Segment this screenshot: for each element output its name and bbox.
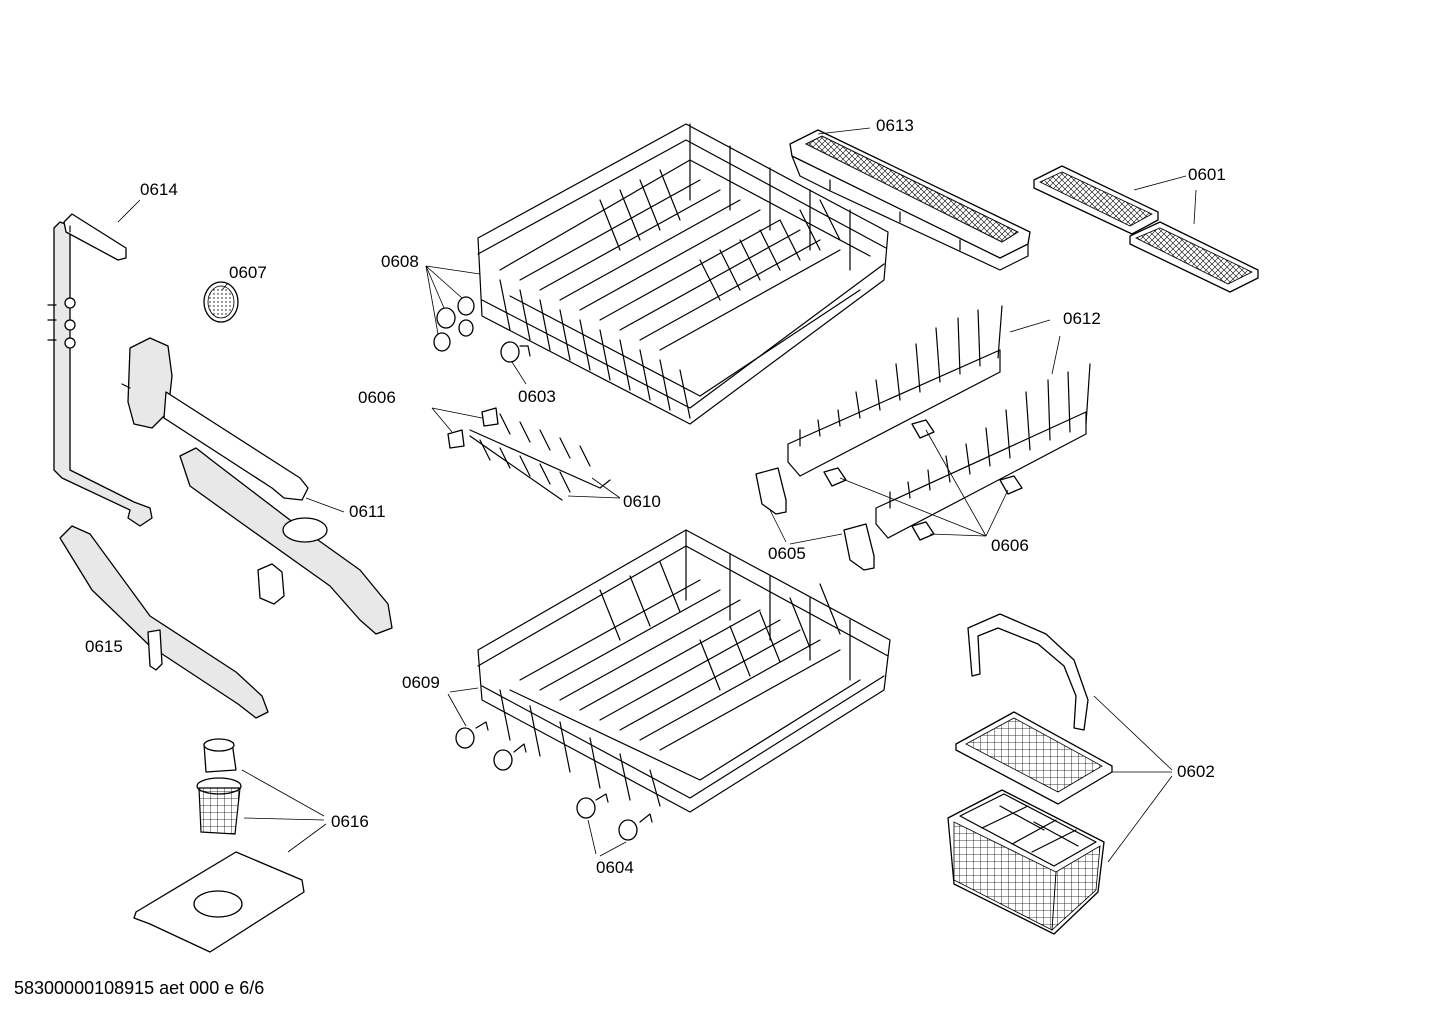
upper-spray-arm-holder-part — [121, 337, 309, 501]
callout-0615: 0615 — [85, 637, 123, 656]
callout-0614: 0614 — [140, 180, 178, 199]
lower-basket-part — [477, 529, 891, 813]
rack-inserts-part — [1033, 165, 1259, 293]
lower-spray-arm-part — [59, 525, 269, 719]
callout-0608: 0608 — [381, 252, 419, 271]
fold-down-tines-part — [469, 305, 1091, 539]
callout-0606-upper: 0606 — [358, 388, 396, 407]
clips-part — [447, 407, 1023, 541]
callout-labels: 0614 0607 0608 0613 0601 0612 0603 0606 … — [85, 116, 1226, 877]
callout-0601: 0601 — [1188, 165, 1226, 184]
supply-pipe-part — [47, 213, 153, 527]
leader-lines — [117, 127, 1197, 863]
callout-0610: 0610 — [623, 492, 661, 511]
callout-0607: 0607 — [229, 263, 267, 282]
callout-0606-lower: 0606 — [991, 536, 1029, 555]
drawing-reference-footer: 58300000108915 aet 000 e 6/6 — [14, 978, 265, 998]
upper-basket-part — [477, 123, 889, 425]
cutlery-basket-part — [947, 613, 1113, 935]
upper-basket-rollers-part — [433, 296, 531, 363]
callout-0605: 0605 — [768, 544, 806, 563]
callout-0603: 0603 — [518, 387, 556, 406]
callout-0611: 0611 — [349, 502, 386, 521]
filter-set-part — [133, 738, 305, 953]
callout-0602: 0602 — [1177, 762, 1215, 781]
callout-0612: 0612 — [1063, 309, 1101, 328]
spray-cap-part — [203, 281, 239, 323]
lower-basket-rollers-part — [455, 721, 653, 841]
cutlery-tray-part — [789, 129, 1031, 271]
callout-0609: 0609 — [402, 673, 440, 692]
callout-0616: 0616 — [331, 812, 369, 831]
callout-0604: 0604 — [596, 858, 634, 877]
brackets-part — [755, 467, 875, 571]
callout-0613: 0613 — [876, 116, 914, 135]
upper-spray-arm-part — [179, 447, 393, 635]
